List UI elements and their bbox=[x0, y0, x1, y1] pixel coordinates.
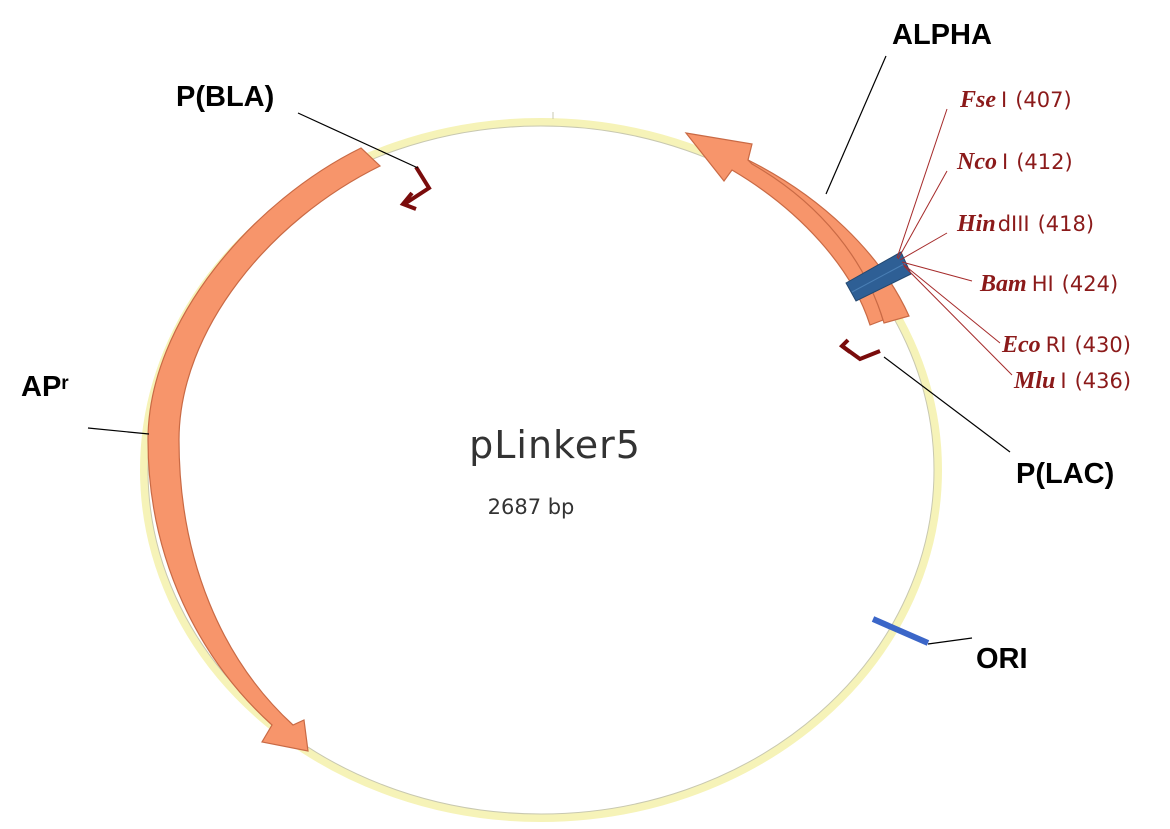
plasmid-backbone bbox=[140, 112, 942, 822]
ori-label: ORI bbox=[976, 643, 1028, 675]
feature-leader-lines bbox=[87, 55, 1011, 645]
plac-label: P(LAC) bbox=[1016, 458, 1114, 490]
plac-promoter-arrow bbox=[838, 338, 881, 362]
alpha-label: ALPHA bbox=[892, 19, 992, 51]
apr-label: APr bbox=[21, 371, 69, 403]
site-leader-lines bbox=[896, 108, 1013, 376]
mcs-block bbox=[845, 251, 912, 302]
pbla-promoter-arrow bbox=[399, 165, 432, 211]
apr-gene-arrow bbox=[147, 147, 382, 752]
ori-marker bbox=[871, 616, 930, 646]
plasmid-size: 2687 bp bbox=[488, 495, 575, 519]
alpha-gene-arrow bbox=[684, 132, 910, 326]
pbla-label: P(BLA) bbox=[176, 81, 274, 113]
feature-labels: ALPHA APr P(BLA) P(LAC) ORI bbox=[21, 19, 1114, 675]
site-label-hindiii: HindIII(418) bbox=[956, 211, 1094, 237]
plasmid-name: pLinker5 bbox=[469, 423, 641, 467]
plasmid-center-info: pLinker5 2687 bp bbox=[469, 423, 641, 519]
